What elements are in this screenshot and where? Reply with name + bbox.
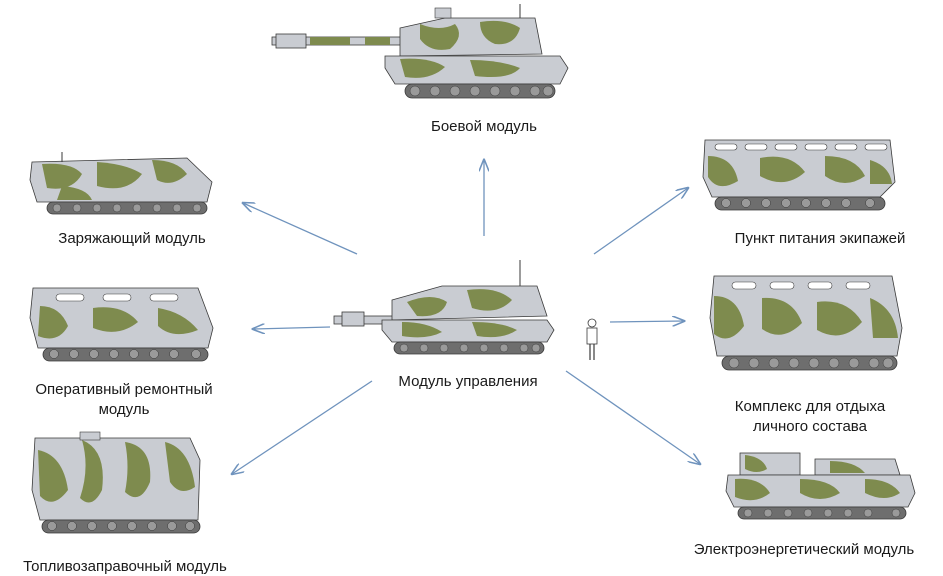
crew-feeding-module-image	[702, 139, 896, 211]
fuel-module-label: Топливозаправочный модуль	[23, 558, 227, 575]
arrow-to-repair	[253, 327, 331, 329]
arrow-to-loader	[243, 203, 358, 255]
arrow-to-fuel	[232, 380, 373, 474]
power-module-image	[725, 452, 916, 520]
arrow-to-crew-feeding	[593, 188, 688, 255]
control-module-label: Модуль управления	[398, 373, 538, 390]
loader-module-image	[29, 152, 213, 215]
rest-complex-label-line1: Комплекс для отдыха	[734, 398, 886, 415]
crew-feeding-module-label: Пункт питания экипажей	[734, 230, 906, 247]
repair-module-label-line1: Оперативный ремонтный	[35, 381, 213, 398]
combat-module-image	[271, 4, 569, 99]
arrow-to-rest	[609, 321, 684, 322]
control-module-image	[333, 260, 555, 355]
rest-complex-module-image	[709, 275, 903, 371]
fuel-module-image	[31, 431, 201, 534]
combat-module-label: Боевой модуль	[430, 118, 538, 135]
rest-complex-label-line2: личного состава	[753, 418, 867, 435]
repair-module-label-line2: модуль	[98, 401, 150, 418]
repair-module-image	[29, 287, 214, 362]
human-scale-figure-icon	[586, 318, 598, 360]
loader-module-label: Заряжающий модуль	[58, 230, 206, 247]
arrow-to-power	[565, 370, 700, 464]
power-module-label: Электроэнергетический модуль	[693, 541, 915, 558]
